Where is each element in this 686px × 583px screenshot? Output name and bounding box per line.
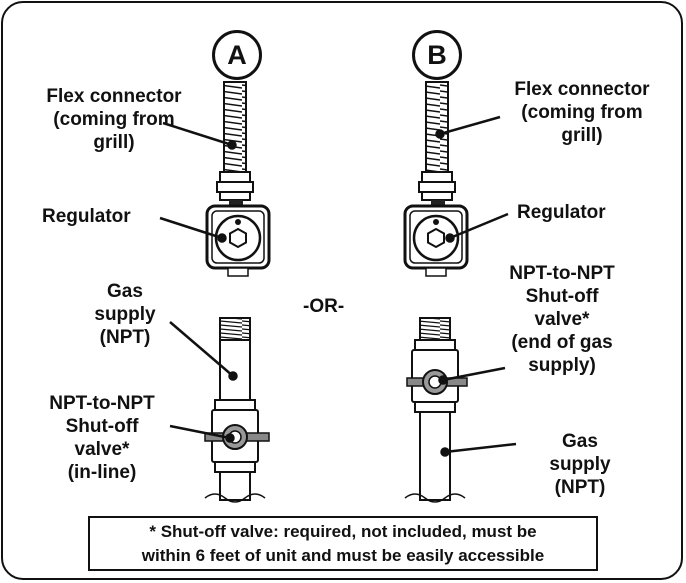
shutoff-valve-label-a: NPT-to-NPT Shut-off valve* (in-line)	[32, 392, 172, 484]
gas-supply-label-a: Gas supply (NPT)	[80, 280, 170, 349]
label-line: (end of gas	[511, 332, 613, 353]
or-separator: -OR-	[303, 296, 345, 317]
label-line: Shut-off	[65, 416, 139, 437]
label-line: supply)	[528, 355, 596, 376]
label-line: Gas	[107, 281, 143, 302]
gas-pipe-a	[219, 317, 251, 401]
flex-connector-label-a: Flex connector (coming from grill)	[26, 85, 202, 154]
footnote-line: within 6 feet of unit and must be easily…	[141, 546, 545, 565]
label-line: valve*	[74, 439, 130, 460]
label-line: supply	[549, 454, 611, 475]
gas-supply-label-b: Gas supply (NPT)	[535, 430, 625, 499]
label-line: Flex connector	[46, 86, 182, 107]
label-line: NPT-to-NPT	[509, 263, 615, 284]
footnote-box: * Shut-off valve: required, not included…	[88, 516, 598, 571]
flex-connector-label-b: Flex connector (coming from grill)	[497, 78, 667, 147]
label-line: grill)	[93, 132, 135, 153]
label-line: (NPT)	[99, 327, 151, 348]
label-line: valve*	[534, 309, 590, 330]
label-line: Shut-off	[525, 286, 599, 307]
panel-a-badge: A	[212, 30, 262, 80]
regulator-b	[403, 204, 469, 277]
label-line: (coming from	[521, 102, 643, 123]
fitting-a	[216, 171, 254, 208]
regulator-label-a: Regulator	[42, 206, 131, 227]
gas-pipe-b	[404, 411, 466, 503]
leader-lines	[159, 115, 517, 457]
shutoff-valve-label-b: NPT-to-NPT Shut-off valve* (end of gas s…	[492, 262, 632, 377]
label-line: Gas	[562, 431, 598, 452]
flex-connector-a	[223, 81, 247, 175]
shutoff-valve-b	[406, 317, 468, 413]
label-line: grill)	[561, 125, 603, 146]
shutoff-valve-a	[204, 399, 270, 503]
label-line: NPT-to-NPT	[49, 393, 155, 414]
panel-b-badge: B	[412, 30, 462, 80]
label-line: (coming from	[53, 109, 175, 130]
label-line: Flex connector	[514, 79, 650, 100]
label-line: (in-line)	[67, 462, 137, 483]
footnote-line: * Shut-off valve: required, not included…	[149, 522, 537, 541]
regulator-label-b: Regulator	[517, 202, 606, 223]
flex-connector-b	[425, 81, 449, 175]
regulator-a	[205, 204, 271, 277]
fitting-b	[418, 171, 456, 208]
label-line: (NPT)	[554, 477, 606, 498]
label-line: supply	[94, 304, 156, 325]
